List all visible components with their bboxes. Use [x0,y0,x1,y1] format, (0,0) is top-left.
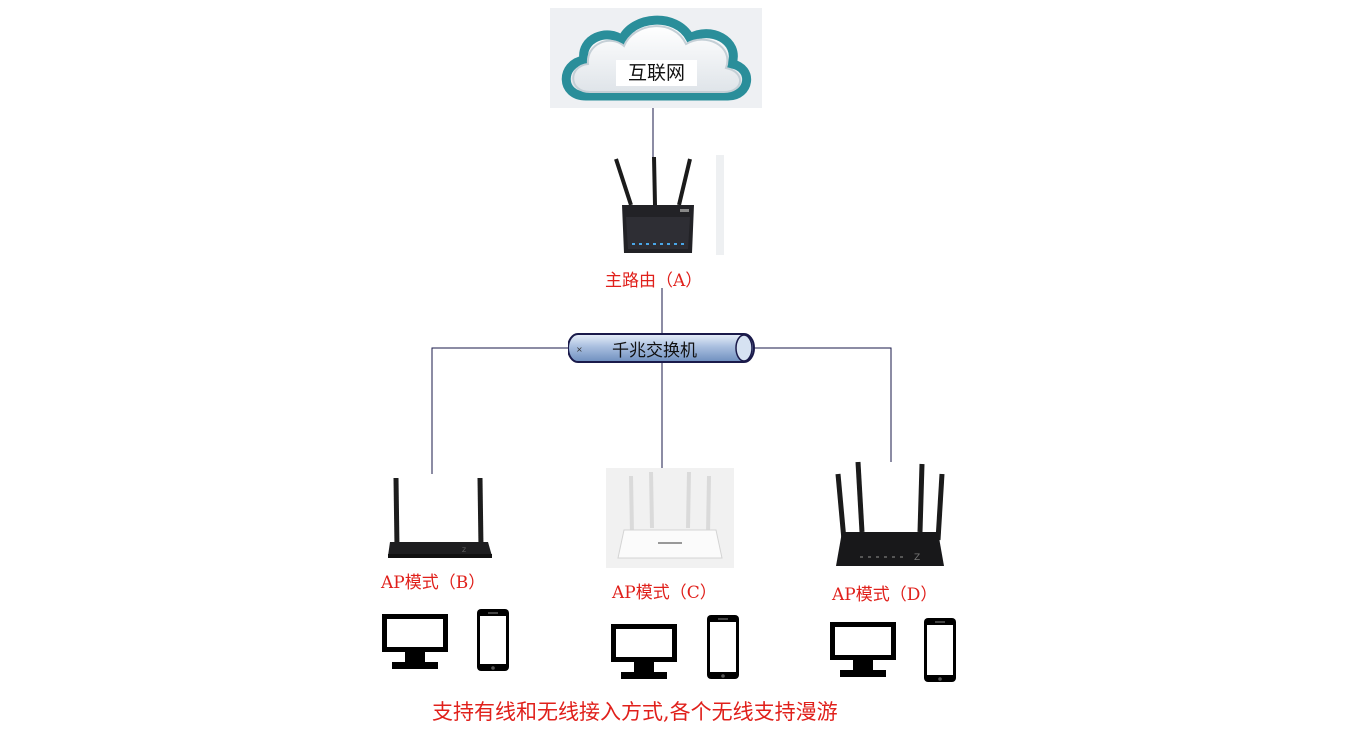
main-router [598,155,726,257]
ap-c-label: AP模式（C） [612,583,717,603]
router-icon [617,471,723,559]
internet-cloud: 互联网 [550,8,762,108]
ap-b-label: AP模式（B） [381,573,486,593]
internet-label: 互联网 [616,60,698,86]
monitor-icon [382,614,448,669]
switch-ap-d-link [752,347,892,462]
ap-router-d: Z [830,460,948,572]
phone-icon [477,609,509,671]
router-icon [614,155,724,255]
svg-text:Z: Z [462,547,466,554]
ap-d-label: AP模式（D） [832,585,938,605]
switch-label: 千兆交换机 [612,341,697,361]
svg-text:Z: Z [914,553,920,563]
switch-ap-b-link [431,347,575,474]
ap-router-b: Z [384,470,496,562]
gigabit-switch: × 千兆交换机 [568,332,756,364]
cloud-icon [561,15,752,101]
phone-icon [924,618,956,682]
monitor-icon [830,622,896,677]
router-icon: Z [388,477,492,558]
phone-icon [707,615,739,679]
diagram-caption: 支持有线和无线接入方式,各个无线支持漫游 [432,700,838,724]
main-router-label: 主路由（A） [605,271,703,291]
svg-text:×: × [576,345,583,354]
switch-icon: × [568,333,755,363]
monitor-icon [611,624,677,679]
ap-router-c [606,468,734,568]
router-icon: Z [835,461,945,566]
